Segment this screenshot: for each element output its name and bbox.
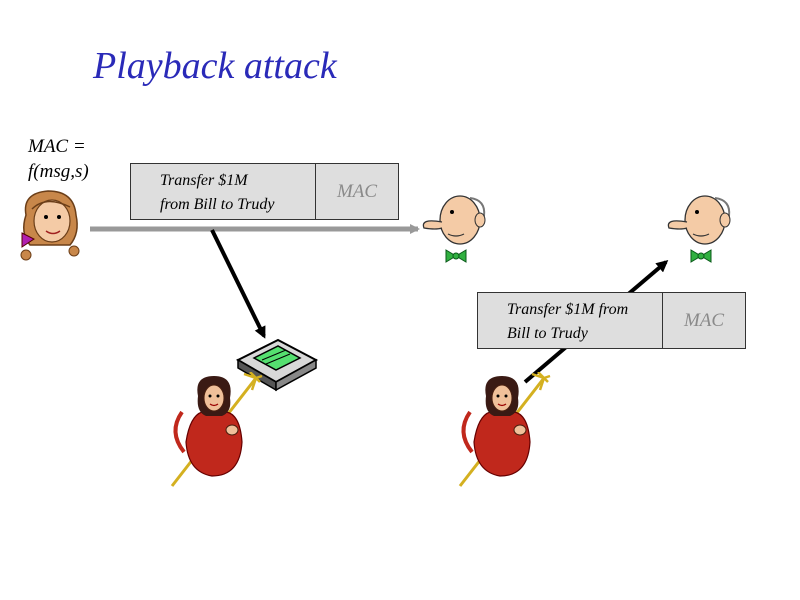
bob-icon (422, 195, 486, 263)
message-line-2: from Bill to Trudy (160, 196, 275, 213)
slide-title: Playback attack (93, 45, 337, 87)
alice-icon (20, 190, 80, 261)
mac-formula-line2: f(msg,s) (28, 161, 89, 182)
message-line-2: Bill to Trudy (507, 325, 588, 342)
mac-field: MAC (683, 309, 725, 331)
message-text: Transfer $1M from Bill to Trudy (478, 293, 663, 348)
message-text: Transfer $1M from Bill to Trudy (131, 164, 316, 219)
mac-field: MAC (336, 180, 378, 202)
recorder-icon (235, 338, 319, 392)
trudy-devil-icon (458, 372, 551, 487)
message-line-1: Transfer $1M from (507, 301, 629, 318)
mac-formula-line1: MAC = (28, 136, 86, 157)
message-box-replayed: Transfer $1M from Bill to Trudy MAC (477, 292, 746, 349)
intercept-arrow (210, 229, 266, 339)
bob-icon (667, 195, 731, 263)
message-box-original: Transfer $1M from Bill to Trudy MAC (130, 163, 399, 220)
mac-formula: MAC = f(msg,s) (28, 134, 89, 184)
message-line-1: Transfer $1M (160, 172, 248, 189)
trudy-devil-icon (170, 372, 263, 487)
